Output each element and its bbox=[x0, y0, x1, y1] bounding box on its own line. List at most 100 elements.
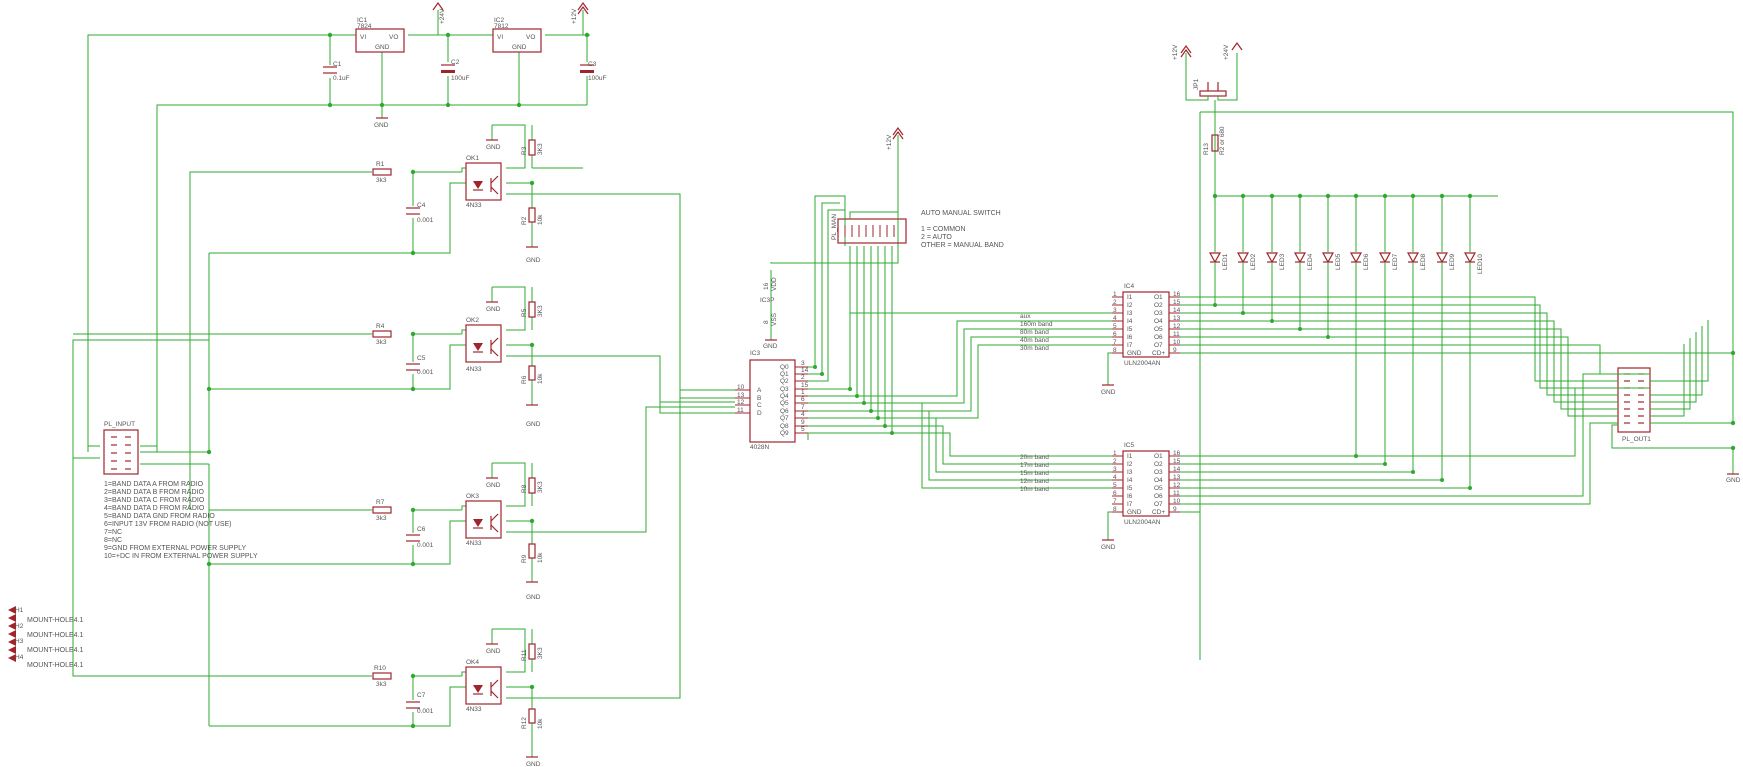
ic5-i7: I7 bbox=[1127, 501, 1133, 508]
ic3-q8: Q8 bbox=[780, 423, 789, 430]
r12-name: R12 bbox=[521, 717, 528, 729]
ic4-n2: 2 bbox=[1113, 299, 1117, 306]
ic4-o3: O3 bbox=[1154, 310, 1163, 317]
band-10m: 10m band bbox=[1020, 486, 1049, 493]
ic5-n6: 6 bbox=[1113, 490, 1117, 497]
r12-value: 10k bbox=[537, 718, 544, 729]
ic5-i2: I2 bbox=[1127, 461, 1133, 468]
ic3-q5: Q5 bbox=[780, 400, 789, 407]
switch-note-1: 1 = COMMON bbox=[921, 226, 966, 233]
ic1-value: 7824 bbox=[357, 23, 372, 30]
r1-value: 3k3 bbox=[376, 177, 387, 184]
ic1-pin-out: VO bbox=[389, 34, 398, 41]
ic4-o2: O2 bbox=[1154, 302, 1163, 309]
ic5-pins-left: I1 I2 I3 I4 I5 I6 I7 GND 1 2 3 4 5 6 7 8 bbox=[1112, 450, 1142, 516]
ic3-in-d: D bbox=[757, 410, 762, 417]
c5-value: 0.001 bbox=[417, 369, 434, 376]
ic4-r15: 15 bbox=[1173, 299, 1181, 306]
c2-name: C2 bbox=[451, 59, 460, 66]
ic3-q9: Q9 bbox=[780, 430, 789, 437]
supply-24v-symbol: +24V bbox=[432, 1, 446, 24]
led-3: LED3 bbox=[1265, 252, 1286, 286]
h4-name: H4 bbox=[15, 654, 24, 661]
ic5-o7: O7 bbox=[1154, 501, 1163, 508]
ok1-name: OK1 bbox=[466, 155, 479, 162]
power-supply-section: IC1 7824 VI VO GND IC2 7812 VI VO GND C1… bbox=[87, 1, 606, 452]
cap-c2: C2 100uF bbox=[441, 59, 469, 82]
ic3-q4: Q4 bbox=[780, 393, 789, 400]
input-note-5: 5=BAND DATA GND FROM RADIO bbox=[104, 513, 215, 520]
opto-channel-1: R1 3k3 C4 0.001 OK1 4N33 R3 3K3 R2 10k G… bbox=[189, 124, 681, 452]
c3-name: C3 bbox=[588, 61, 597, 68]
ic5-cd: CD+ bbox=[1152, 509, 1165, 516]
ic5-i3: I3 bbox=[1127, 469, 1133, 476]
ok2-value: 4N33 bbox=[466, 366, 482, 373]
ic3-q1: Q1 bbox=[780, 371, 789, 378]
r9-name: R9 bbox=[521, 554, 528, 563]
input-note-10: 10=+DC IN FROM EXTERNAL POWER SUPPLY bbox=[104, 553, 258, 560]
gnd-label-output: GND bbox=[1726, 477, 1741, 484]
band-12m: 12m band bbox=[1020, 478, 1049, 485]
cap-c3: C3 100uF bbox=[580, 61, 606, 82]
band-30m: 30m band bbox=[1020, 345, 1049, 352]
led-3-label: LED3 bbox=[1279, 253, 1286, 270]
h3-value: MOUNT-HOLE4.1 bbox=[27, 647, 84, 654]
ok4-name: OK4 bbox=[466, 659, 479, 666]
ic5-i1: I1 bbox=[1127, 453, 1133, 460]
led-5-label: LED5 bbox=[1335, 253, 1342, 270]
ic5-n1: 1 bbox=[1113, 450, 1117, 457]
opto-channel-3: R7 3k3 C6 0.001 OK3 4N33 R8 3K3 R9 10k G… bbox=[209, 406, 735, 601]
ic5-r13: 13 bbox=[1173, 474, 1181, 481]
gnd-label-ic5: GND bbox=[1101, 544, 1116, 551]
ic4-value: ULN2004AN bbox=[1124, 360, 1161, 367]
c7-name: C7 bbox=[417, 692, 426, 699]
switch-note-3: OTHER = MANUAL BAND bbox=[921, 242, 1004, 249]
ic4-r13: 13 bbox=[1173, 315, 1181, 322]
gnd-symbol-psu: GND bbox=[374, 117, 389, 129]
input-connector-pins bbox=[111, 436, 131, 470]
h1-name: H1 bbox=[15, 607, 24, 614]
ic5-n8: 8 bbox=[1113, 506, 1117, 513]
ok3-value: 4N33 bbox=[466, 540, 482, 547]
jp1-name: JP1 bbox=[1193, 78, 1200, 90]
ic5-ref: IC5 bbox=[1124, 442, 1135, 449]
ok4-value: 4N33 bbox=[466, 706, 482, 713]
ic3-q2-pin: 2 bbox=[801, 374, 805, 381]
ic1-pin-gnd: GND bbox=[375, 44, 390, 51]
jumper-jp1: JP1 +12V +24V bbox=[1172, 41, 1734, 660]
ic4-i5: I5 bbox=[1127, 326, 1133, 333]
led-symbols: LED1 LED2 LED3 LED4 LED5 LED6 LED7 LED8 … bbox=[1208, 252, 1484, 286]
r2-name: R2 bbox=[521, 216, 528, 225]
ic5-o6: O6 bbox=[1154, 493, 1163, 500]
regulator-ic1: IC1 7824 VI VO GND bbox=[355, 17, 405, 53]
switch-title: AUTO MANUAL SWITCH bbox=[921, 210, 1001, 217]
c5-name: C5 bbox=[417, 355, 426, 362]
h3-name: H3 bbox=[15, 638, 24, 645]
ic2-name: IC2 bbox=[494, 17, 505, 24]
ic3p-name: IC3P bbox=[760, 297, 774, 304]
c1-value: 0.1uF bbox=[333, 75, 350, 82]
input-note-3: 3=BAND DATA C FROM RADIO bbox=[104, 497, 205, 504]
ic4-i2: I2 bbox=[1127, 302, 1133, 309]
ic4-i4: I4 bbox=[1127, 318, 1133, 325]
ic3-q0-pin: 3 bbox=[801, 360, 805, 367]
opto-channel-4: R10 3k3 C7 0.001 OK4 4N33 R11 3K3 R12 10… bbox=[72, 405, 681, 767]
r4-name: R4 bbox=[376, 323, 385, 330]
led-2-label: LED2 bbox=[1250, 253, 1257, 270]
ic5-pins-right: O1 O2 O3 O4 O5 O6 O7 CD+ 16 15 14 13 12 … bbox=[1152, 450, 1181, 516]
r5-value: 3K3 bbox=[537, 305, 544, 317]
driver-ic4: IC4 ULN2004AN I1 I2 I3 I4 I5 I6 I7 GND 1… bbox=[849, 283, 1181, 419]
auto-manual-switch: PL_MAN AUTO MANUAL SWITCH 1 = COMMON 2 =… bbox=[831, 195, 1004, 249]
input-note-6: 6=INPUT 13V FROM RADIO (NOT USE) bbox=[104, 521, 232, 528]
r7-value: 3k3 bbox=[376, 515, 387, 522]
r8-name: R8 bbox=[521, 484, 528, 493]
ic3-in-pin-c: 12 bbox=[737, 399, 745, 406]
gnd-label-ok2-bottom: GND bbox=[526, 421, 541, 428]
gnd-label-ic4: GND bbox=[1101, 389, 1116, 396]
ic5-n7: 7 bbox=[1113, 498, 1117, 505]
ic4-i1: I1 bbox=[1127, 294, 1133, 301]
h4-value: MOUNT-HOLE4.1 bbox=[27, 662, 84, 669]
ic2-pin-in: VI bbox=[497, 34, 503, 41]
r6-name: R6 bbox=[521, 375, 528, 384]
led-8-label: LED8 bbox=[1420, 253, 1427, 270]
